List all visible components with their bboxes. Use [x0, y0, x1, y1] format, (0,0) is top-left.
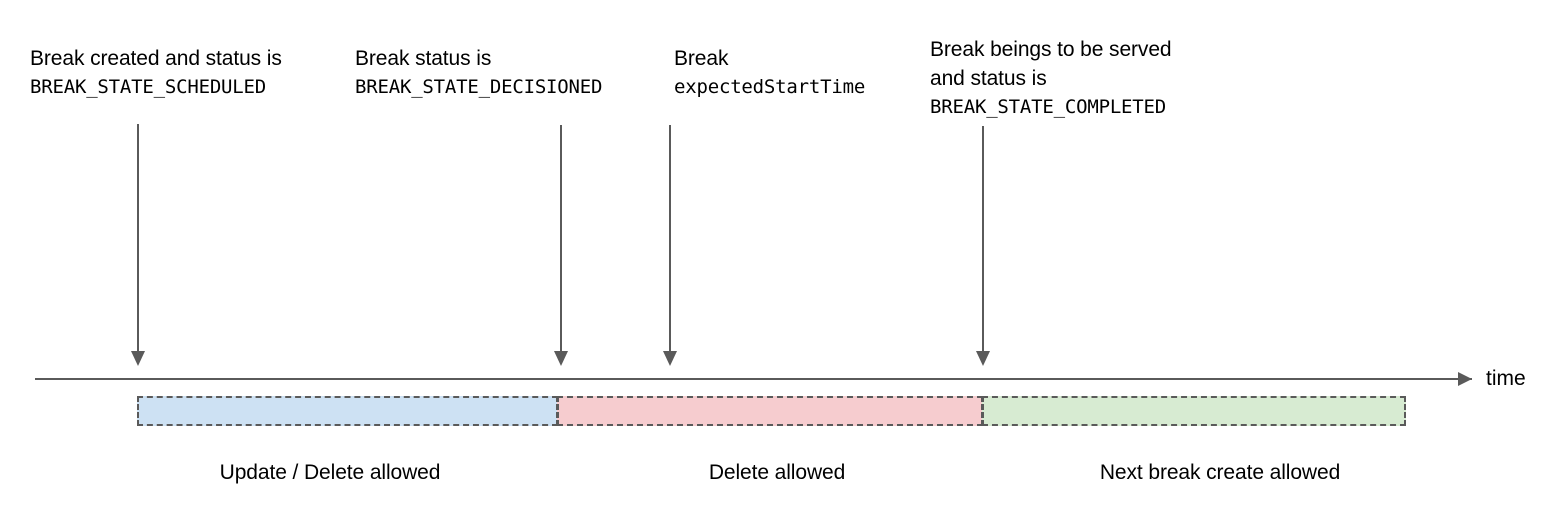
phase-bar-completed [982, 396, 1406, 426]
arrow-head-down-icon [976, 351, 990, 366]
phase-caption-decisioned: Delete allowed [708, 461, 846, 484]
phase-caption-completed: Next break create allowed [1099, 461, 1341, 484]
time-axis-label: time [1486, 367, 1526, 390]
arrow-shaft [982, 126, 984, 352]
arrow-head-down-icon [554, 351, 568, 366]
annotation-line: and status is [930, 67, 1047, 90]
annotation-line: Break created and status is [30, 47, 282, 70]
annotation-line: Break beings to be served [930, 38, 1172, 61]
arrow-shaft [560, 125, 562, 352]
arrow-head-down-icon [663, 351, 677, 366]
arrow-head-down-icon [131, 351, 145, 366]
arrow-head-right-icon [1458, 372, 1472, 386]
annotation-line-code: BREAK_STATE_DECISIONED [355, 76, 603, 98]
annotation-line: Break [674, 47, 729, 70]
annotation-line-code: BREAK_STATE_COMPLETED [930, 96, 1167, 118]
annotation-line: Break status is [355, 47, 492, 70]
phase-bar-decisioned [557, 396, 983, 426]
annotation-line-code: expectedStartTime [674, 76, 866, 98]
arrow-shaft [669, 125, 671, 352]
phase-caption-scheduled: Update / Delete allowed [219, 461, 441, 484]
annotation-completed: Break beings to be served and status is … [930, 35, 1172, 122]
annotation-expected-start-time: Break expectedStartTime [674, 44, 865, 102]
annotation-decisioned: Break status is BREAK_STATE_DECISIONED [355, 44, 602, 102]
time-axis-line [35, 378, 1472, 380]
phase-bar-scheduled [137, 396, 558, 426]
annotation-line-code: BREAK_STATE_SCHEDULED [30, 76, 267, 98]
annotation-scheduled: Break created and status is BREAK_STATE_… [30, 44, 282, 102]
arrow-shaft [137, 124, 139, 352]
